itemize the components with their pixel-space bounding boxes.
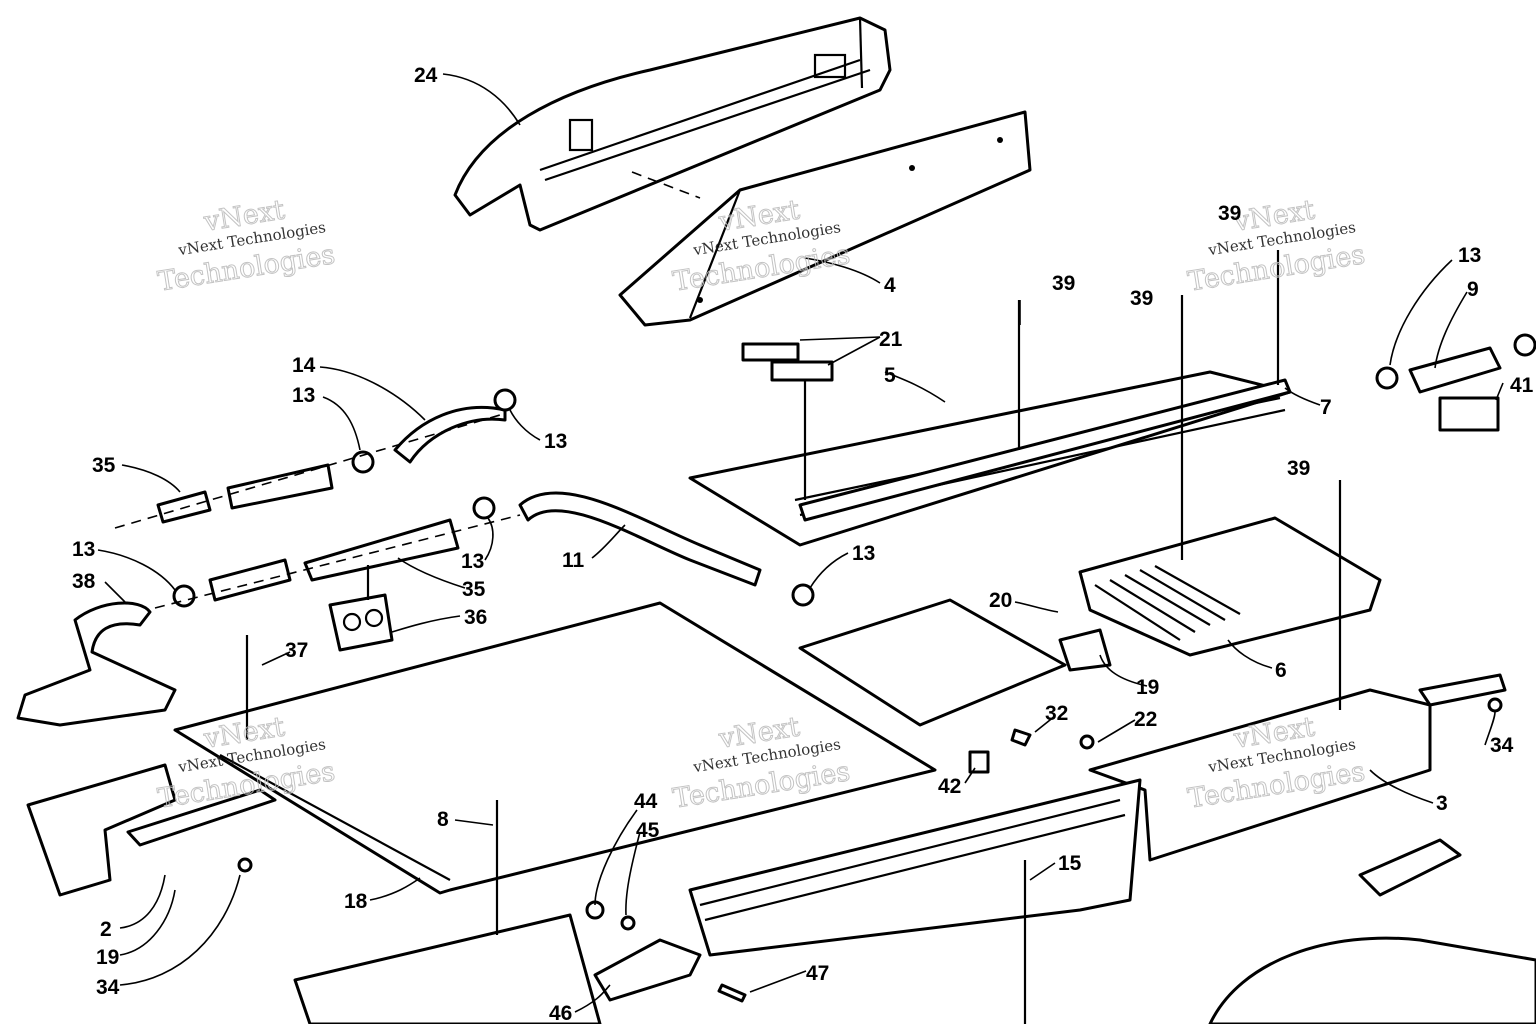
callout-34-b: 34 [96, 976, 120, 999]
callout-44: 44 [634, 790, 658, 813]
callout-39-d: 39 [1287, 457, 1310, 480]
callout-13-c: 13 [544, 430, 567, 453]
callout-5: 5 [884, 364, 896, 387]
callout-19-b: 19 [96, 946, 119, 969]
part-6-heat-exchanger [1078, 516, 1382, 657]
callout-8: 8 [437, 808, 449, 831]
callout-22: 22 [1134, 708, 1157, 731]
part-3-side-rail [1088, 673, 1507, 862]
callout-20: 20 [989, 589, 1012, 612]
callout-labels: 24 4 21 5 39 39 39 39 7 13 9 41 14 13 13… [72, 64, 1534, 1024]
hardware-fasteners [172, 333, 1536, 1003]
callout-4: 4 [884, 274, 896, 297]
callout-19-a: 19 [1136, 676, 1159, 699]
callout-3: 3 [1436, 792, 1448, 815]
leader-lines [97, 73, 1504, 1013]
callout-6: 6 [1275, 659, 1287, 682]
callout-47: 47 [806, 962, 829, 985]
callout-15: 15 [1058, 852, 1082, 875]
callout-11: 11 [562, 549, 585, 572]
part-46-block [593, 938, 702, 1002]
callout-34-a: 34 [1490, 734, 1514, 757]
callout-38: 38 [72, 570, 96, 593]
part-4-side-panel [618, 110, 1032, 327]
callout-21: 21 [879, 328, 903, 351]
part-lower-left-panel [293, 913, 602, 1024]
callout-7: 7 [1320, 396, 1332, 419]
callout-13-e: 13 [461, 550, 484, 573]
callout-45: 45 [636, 819, 660, 842]
part-36-grommet-plate [328, 593, 394, 652]
callout-37: 37 [285, 639, 308, 662]
part-24-belt-guard [453, 16, 892, 232]
callout-2: 2 [100, 918, 112, 941]
callout-39-a: 39 [1218, 202, 1241, 225]
callout-41: 41 [1510, 374, 1534, 397]
part-right-lower-tube [1208, 838, 1536, 1024]
callout-36: 36 [464, 606, 487, 629]
callout-35-a: 35 [92, 454, 116, 477]
callout-39-b: 39 [1052, 272, 1075, 295]
hoses [16, 405, 762, 727]
callout-13-a: 13 [1458, 244, 1481, 267]
callout-42: 42 [938, 775, 961, 798]
callout-18: 18 [344, 890, 368, 913]
callout-13-b: 13 [292, 384, 315, 407]
part-center-tunnel [688, 778, 1142, 957]
part-21-pads [741, 342, 834, 382]
callout-32: 32 [1045, 702, 1068, 725]
part-9-41-right [1408, 346, 1502, 432]
bolt-axis-lines [114, 171, 1342, 1024]
callout-9: 9 [1467, 278, 1479, 301]
callout-13-d: 13 [72, 538, 95, 561]
callout-24: 24 [414, 64, 438, 87]
callout-35-b: 35 [462, 578, 486, 601]
callout-46: 46 [549, 1002, 572, 1024]
callout-13-f: 13 [852, 542, 875, 565]
part-20-plate [798, 598, 1112, 727]
part-18-floor-pan [173, 601, 937, 895]
callout-14: 14 [292, 354, 316, 377]
callout-39-c: 39 [1130, 287, 1153, 310]
part-2-19-left-rails [26, 763, 277, 897]
